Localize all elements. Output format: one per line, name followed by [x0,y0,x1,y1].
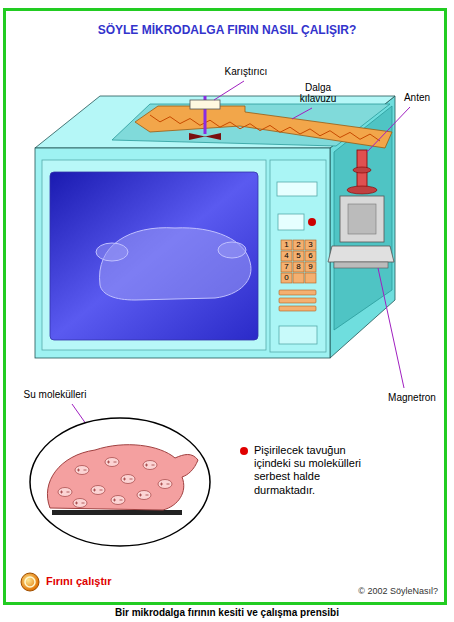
stirrer-motor [190,100,220,109]
part-label: Anten [404,92,430,104]
oven-front [35,148,330,358]
page-title: SÖYLE MİKRODALGA FIRIN NASIL ÇALIŞIR? [98,23,357,37]
key [293,251,304,261]
part-label: Dalga kılavuzu [291,82,345,104]
door [42,160,266,350]
inset [30,418,210,546]
leader-line [292,108,312,119]
part-label: Su molekülleri [24,389,87,401]
chicken [47,445,198,510]
chicken-ghost [100,228,251,300]
control-panel [270,160,326,352]
button-label: Fırını çalıştır [46,575,111,588]
keypad-digit: 7 [281,262,292,272]
oven-top [35,96,395,148]
keypad-digit: 9 [305,262,316,272]
water-molecule [137,491,151,500]
leader-line [214,81,244,100]
keypad-digit: 0 [281,273,292,283]
magnetron-body [340,196,384,242]
key [305,262,316,272]
copyright: © 2002 SöyleNasıl? [358,586,438,597]
keypad-digit: 4 [281,251,292,261]
water-molecule [143,461,157,470]
chicken-ghost-leg [96,243,128,261]
button-bar [279,290,316,295]
door-window [50,172,258,340]
antenna-disc [353,167,371,173]
leader-lines [72,81,410,458]
key [305,240,316,250]
magnetron-base [328,246,394,262]
key [305,251,316,261]
part-label: Karıştırıcı [225,66,268,78]
keypad-digit: 2 [293,240,304,250]
water-molecule [158,480,172,489]
key [293,240,304,250]
note-text: Pişirilecek tavuğun içindeki su moleküll… [254,444,379,497]
key [281,240,292,250]
wave [150,115,380,141]
caption: Bir mikrodalga fırının kesiti ve çalışma… [115,607,339,619]
key [293,262,304,272]
key [281,262,292,272]
waveguide [135,106,392,148]
magnetron-core [348,204,376,234]
display [278,214,304,230]
frame [5,10,446,604]
water-molecule [91,486,105,495]
indicator-light [308,218,316,226]
keypad-digit: 1 [281,240,292,250]
water-molecule [75,466,89,475]
button-bar [279,298,316,303]
key [293,273,304,283]
key [281,273,292,283]
water-molecule [105,458,119,467]
part-label: Magnetron [388,392,436,404]
leader-line [367,107,410,152]
water-molecule [111,496,125,505]
water-molecule [73,499,87,508]
stirrer-blade [189,133,221,140]
keypad [279,240,316,311]
bullet [240,447,248,455]
key [305,273,316,283]
keypad-digit: 5 [293,251,304,261]
keypad-digit: 3 [305,240,316,250]
magnetron-base [334,262,388,268]
water-molecule [121,475,135,484]
key [281,251,292,261]
display [277,182,317,196]
tray [52,510,182,515]
chicken-ghost-leg [218,242,246,258]
keypad-digit: 6 [305,251,316,261]
keypad-digit: 8 [293,262,304,272]
panel-box [279,326,317,344]
start-button [21,573,39,591]
button-bar [279,306,316,311]
water-molecule [58,488,72,497]
leader-line [378,268,404,388]
start-button-ring [25,577,35,587]
antenna-disc [347,186,377,194]
